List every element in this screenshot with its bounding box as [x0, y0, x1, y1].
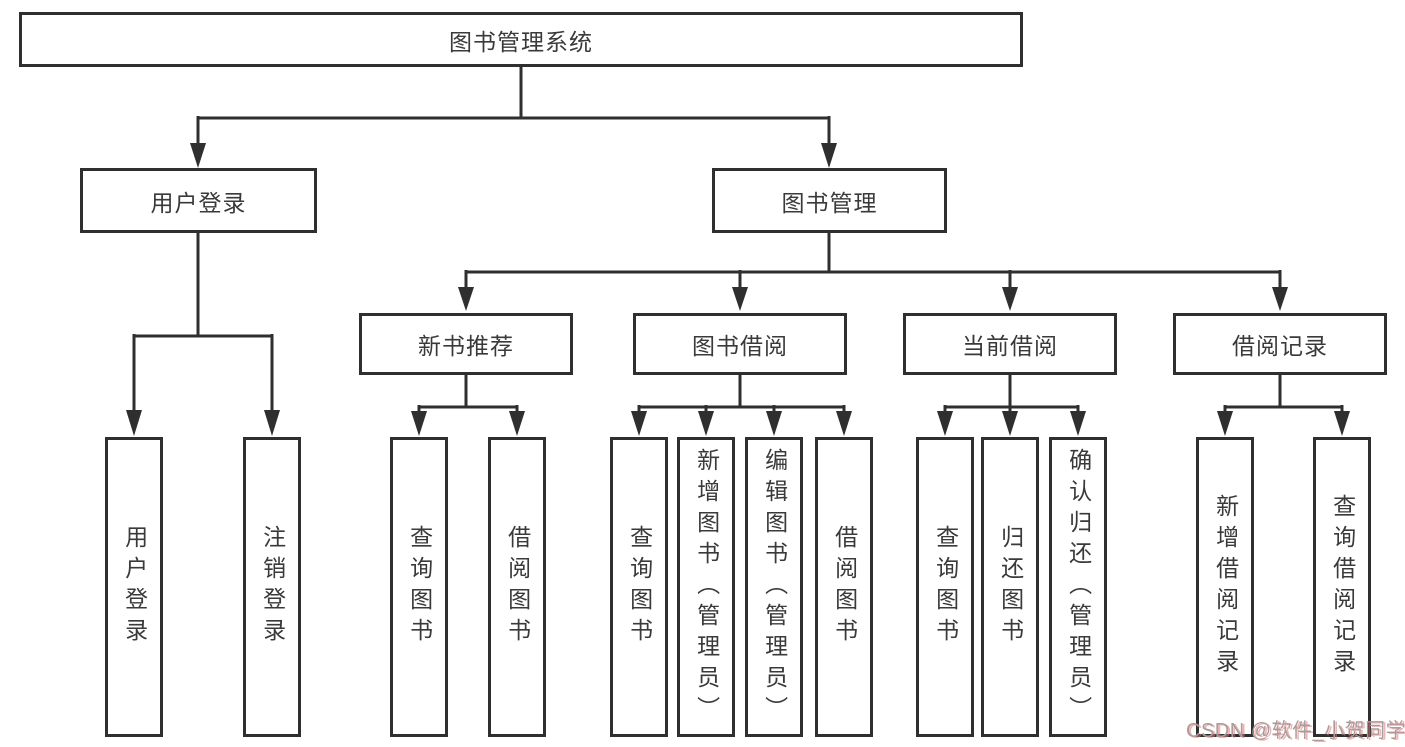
connector-newbook-to-leaves [411, 375, 525, 436]
leaf-add-book-admin: 新增图书（管理员） [677, 437, 735, 737]
connector-bookborrow-to-leaves [631, 375, 852, 436]
node-current-borrow: 当前借阅 [903, 313, 1117, 375]
leaf-query-book-2: 查询图书 [610, 437, 668, 737]
node-borrow-record: 借阅记录 [1173, 313, 1387, 375]
connector-currentborrow-to-leaves [937, 375, 1086, 436]
csdn-watermark: CSDN @软件_小贺同学 [1186, 720, 1405, 742]
leaf-query-borrow-record: 查询借阅记录 [1313, 437, 1371, 737]
leaf-return-book: 归还图书 [981, 437, 1039, 737]
node-new-book-recommend: 新书推荐 [359, 313, 573, 375]
connector-bookmgmt-to-level3 [458, 233, 1288, 311]
leaf-edit-book-admin: 编辑图书（管理员） [745, 437, 803, 737]
connector-borrowrecord-to-leaves [1217, 375, 1350, 436]
leaf-logout: 注销登录 [243, 437, 301, 737]
leaf-user-login: 用户登录 [105, 437, 163, 737]
connector-root-to-level2 [190, 67, 837, 168]
leaf-query-book-3: 查询图书 [916, 437, 974, 737]
leaf-borrow-book-2: 借阅图书 [815, 437, 873, 737]
leaf-confirm-return-admin: 确认归还（管理员） [1049, 437, 1107, 737]
leaf-add-borrow-record: 新增借阅记录 [1196, 437, 1254, 737]
leaf-query-book-1: 查询图书 [390, 437, 448, 737]
node-user-login: 用户登录 [80, 168, 317, 233]
connector-userlogin-to-leaves [126, 233, 280, 436]
node-book-borrow: 图书借阅 [633, 313, 847, 375]
leaf-borrow-book-1: 借阅图书 [488, 437, 546, 737]
node-book-management: 图书管理 [712, 168, 947, 233]
node-root-system: 图书管理系统 [19, 12, 1023, 67]
